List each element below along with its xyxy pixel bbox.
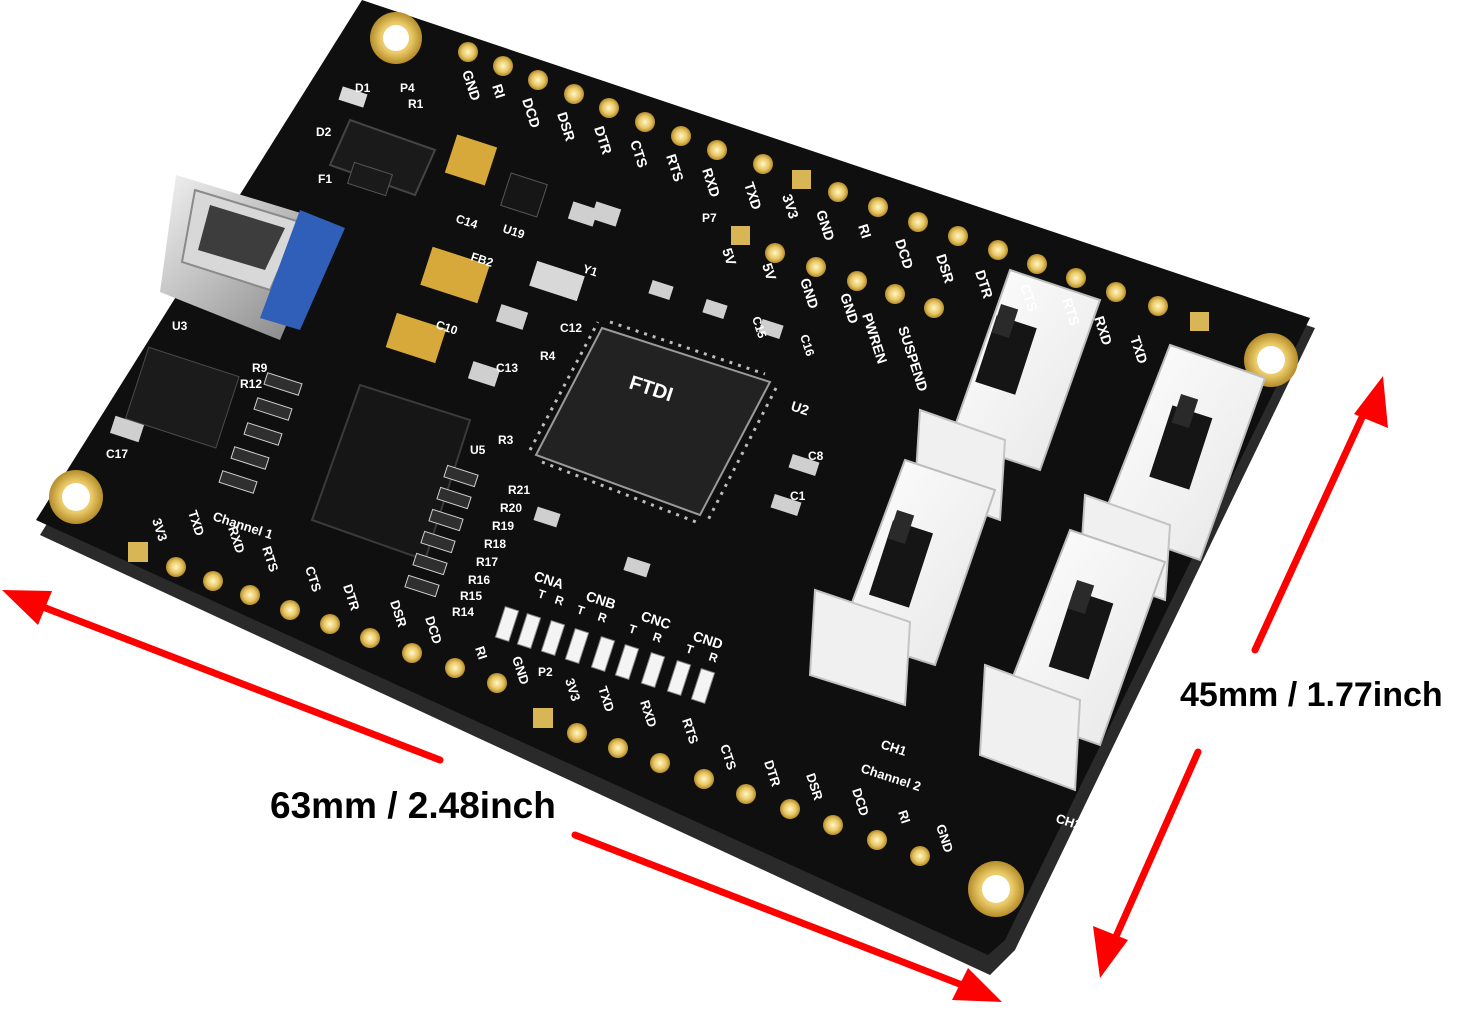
ref-designator: C10 <box>434 318 460 338</box>
connector-ch1 <box>808 458 997 707</box>
arrowhead-bottom <box>1093 926 1128 978</box>
ftdi-chip: FTDI U2 <box>528 320 811 524</box>
pin-header-bottom <box>533 708 930 866</box>
pin-label: 5V <box>759 261 780 283</box>
chip-label: U2 <box>789 398 811 419</box>
ref-designator: C12 <box>560 321 582 335</box>
pin-label: 3V3 <box>779 192 802 221</box>
pin-header-top <box>458 42 811 189</box>
led-tr-label: T <box>575 603 587 619</box>
ref-designator: R20 <box>500 501 522 515</box>
pin-header-right <box>828 182 1209 331</box>
ref-designator: C1 <box>790 489 806 503</box>
width-dimension-label: 63mm / 2.48inch <box>270 785 556 826</box>
ref-designator: U19 <box>501 222 527 242</box>
ref-designator: P2 <box>538 665 553 679</box>
arrowhead-right <box>952 968 1002 1002</box>
pin-label: 3V3 <box>562 676 583 703</box>
ref-designator: FB2 <box>469 250 495 270</box>
ref-designator: D1 <box>355 81 371 95</box>
ref-designator: U5 <box>470 443 486 457</box>
status-leds <box>494 605 716 705</box>
ref-designator: R9 <box>252 361 268 375</box>
arrowhead-top <box>1354 376 1388 428</box>
height-dimension-label: 45mm / 1.77inch <box>1180 676 1443 714</box>
arrowhead-left <box>2 590 52 625</box>
ref-designator: R16 <box>468 573 490 587</box>
ref-designator: P4 <box>400 81 415 95</box>
mounting-holes <box>49 12 1298 917</box>
ref-designator: R19 <box>492 519 514 533</box>
usb-blue-bracket <box>260 210 345 330</box>
led-tr-label: T <box>536 587 548 603</box>
ref-designator: R12 <box>240 377 262 391</box>
silkscreen-top-header: GND RI DCD DSR DTR CTS RTS RXD TXD 3V3 <box>459 68 802 221</box>
pin-label: 5V <box>719 246 740 268</box>
pin-header-left <box>128 542 507 693</box>
ref-designator: C13 <box>496 361 518 375</box>
pin-header-mid <box>731 226 944 318</box>
pin-label: RI <box>472 644 490 661</box>
height-dimension-arrow <box>1093 376 1388 978</box>
ref-designator: R1 <box>408 97 424 111</box>
ref-designator: C14 <box>454 212 480 232</box>
ref-designator: R21 <box>508 483 530 497</box>
width-dimension-arrow <box>2 590 1002 1002</box>
pin-label: RI <box>489 82 509 100</box>
connector-ch2 <box>978 528 1167 792</box>
ref-designator: R17 <box>476 555 498 569</box>
ref-designator: P7 <box>702 211 717 225</box>
ref-designator: R14 <box>452 605 474 619</box>
pin-label: RI <box>855 222 875 240</box>
ref-designator: R3 <box>498 433 514 447</box>
pin-label: RI <box>895 808 913 825</box>
ref-designator: Y1 <box>581 262 600 280</box>
ref-designator: R18 <box>484 537 506 551</box>
ref-designator: C16 <box>797 333 817 359</box>
ref-designator: F1 <box>318 172 332 186</box>
silkscreen-ref-designators: D1 D2 F1 R1 P4 C14 U19 FB2 Y1 C10 U3 R9 … <box>106 81 824 679</box>
ref-designator: R4 <box>540 349 556 363</box>
small-components <box>109 86 820 598</box>
pin-label: 3V3 <box>149 516 170 543</box>
ref-designator: C17 <box>106 447 128 461</box>
ref-designator: D2 <box>316 125 332 139</box>
ref-designator: U3 <box>172 319 188 333</box>
jumper-connectors <box>808 268 1267 792</box>
led-tr-label: T <box>627 622 639 638</box>
ref-designator: R15 <box>460 589 482 603</box>
usb-c-connector <box>160 175 345 340</box>
ref-designator: C8 <box>808 449 824 463</box>
ref-designator: C15 <box>749 315 769 341</box>
led-tr-label: T <box>684 642 696 658</box>
